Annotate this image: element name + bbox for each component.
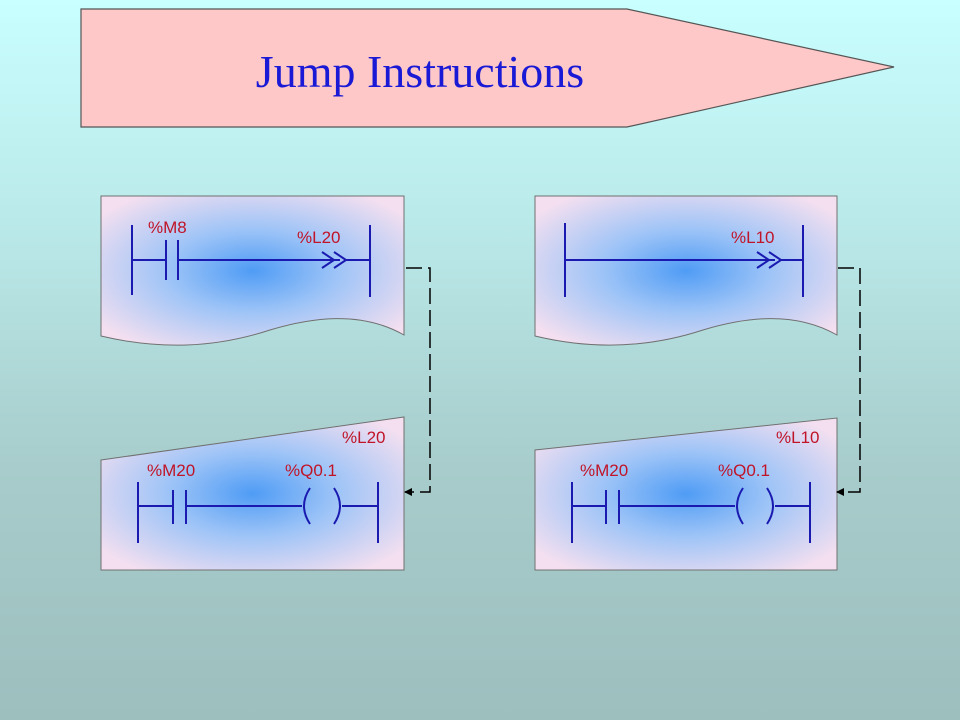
contact-label: %M20 bbox=[580, 461, 628, 480]
rung-label: %L10 bbox=[776, 428, 819, 447]
right-label-panel: %L10 %M20 %Q0.1 bbox=[534, 417, 838, 571]
rung-label: %L20 bbox=[342, 428, 385, 447]
jump-connector-left bbox=[404, 267, 431, 496]
panel-background bbox=[534, 195, 838, 346]
left-label-panel: %L20 %M20 %Q0.1 bbox=[100, 416, 405, 571]
coil-label: %Q0.1 bbox=[285, 461, 337, 480]
contact-label: %M8 bbox=[148, 218, 187, 237]
right-jump-panel: %L10 bbox=[534, 195, 838, 346]
jump-label: %L10 bbox=[731, 228, 774, 247]
contact-label: %M20 bbox=[147, 461, 195, 480]
panel-background bbox=[534, 417, 838, 571]
title-banner: Jump Instructions bbox=[80, 8, 895, 128]
jump-connector-right bbox=[836, 267, 861, 496]
coil-label: %Q0.1 bbox=[718, 461, 770, 480]
jump-label: %L20 bbox=[297, 228, 340, 247]
banner-shape bbox=[80, 8, 895, 128]
left-jump-panel: %M8 %L20 bbox=[100, 195, 405, 346]
coil-icon bbox=[303, 487, 341, 525]
page-title: Jump Instructions bbox=[256, 46, 584, 97]
coil-icon bbox=[736, 487, 774, 525]
panel-background bbox=[100, 416, 405, 571]
panel-background bbox=[100, 195, 405, 346]
